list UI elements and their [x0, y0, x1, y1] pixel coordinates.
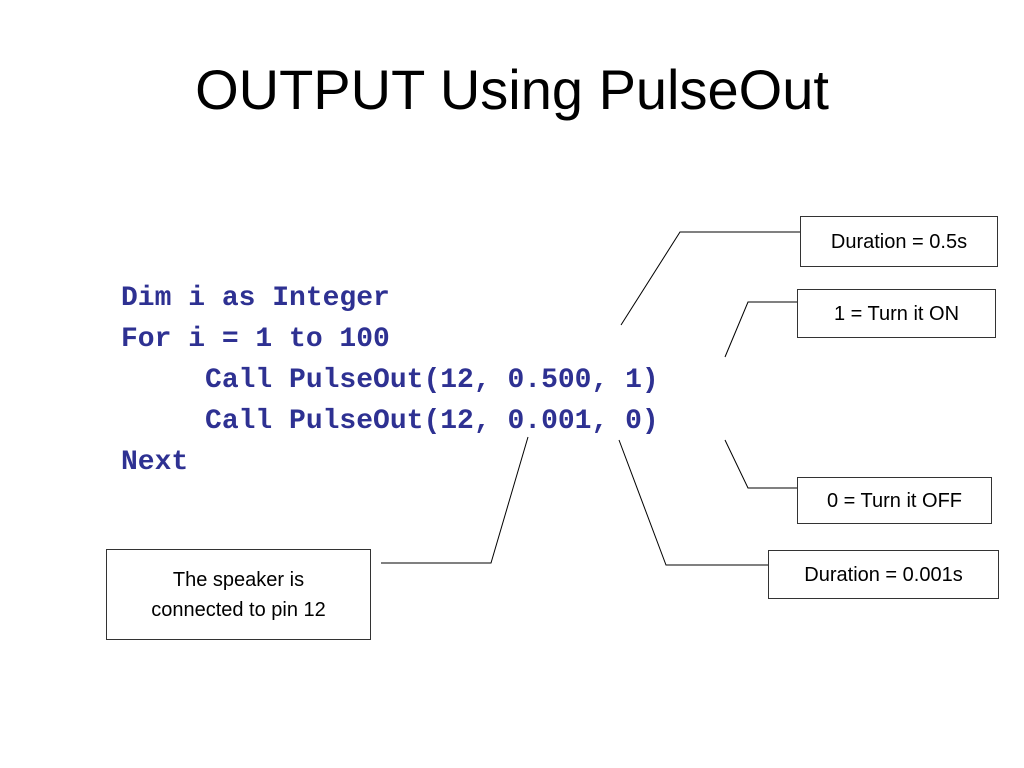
code-line-dim: Dim i as Integer [121, 283, 390, 314]
slide-title: OUTPUT Using PulseOut [195, 58, 829, 121]
callout-duration-off: Duration = 0.001s [768, 550, 999, 599]
callout-speaker: The speaker is connected to pin 12 [106, 549, 371, 640]
code-line-for: For i = 1 to 100 [121, 324, 390, 355]
code-line-next: Next [121, 447, 189, 478]
callout-state-on: 1 = Turn it ON [797, 289, 996, 338]
leader-duration-off [618, 439, 768, 566]
leader-speaker [381, 436, 529, 564]
code-line-call-off: Call PulseOut(12, 0.001, 0) [121, 406, 659, 437]
leader-state-on [724, 301, 797, 358]
callout-state-off: 0 = Turn it OFF [797, 477, 992, 524]
callout-duration-on: Duration = 0.5s [800, 216, 998, 267]
code-line-call-on: Call PulseOut(12, 0.500, 1) [121, 365, 659, 396]
leader-duration-on [620, 231, 800, 326]
leader-state-off [724, 439, 797, 489]
